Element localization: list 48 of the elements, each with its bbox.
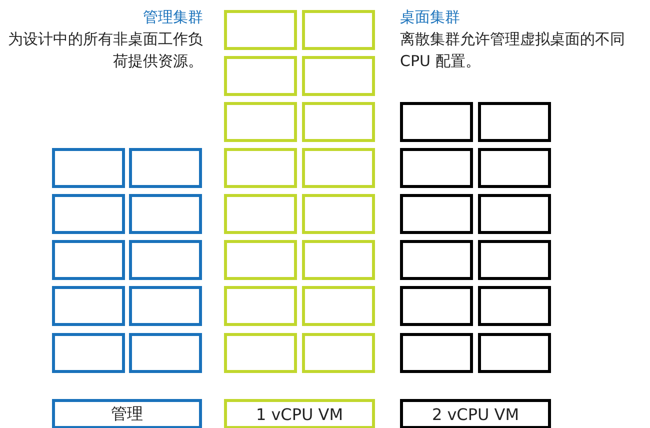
cluster-description: 为设计中的所有非桌面工作负荷提供资源。 [7,29,203,72]
host-box [302,56,375,96]
cluster-heading: 管理集群 [143,7,203,28]
host-box [400,102,473,142]
host-box [224,286,297,326]
host-box [478,286,551,326]
host-box [478,194,551,234]
cluster-description: 离散集群允许管理虚拟桌面的不同 CPU 配置。 [400,29,626,72]
host-box [302,10,375,50]
host-box [129,240,202,280]
host-box [52,286,125,326]
vm-type-box [400,399,551,428]
vm-type-box [52,399,202,428]
host-box [400,240,473,280]
host-box [224,333,297,373]
host-box [224,194,297,234]
host-box [129,333,202,373]
host-box [302,148,375,188]
box-label: 管理 [111,404,143,424]
host-box [478,240,551,280]
host-box [129,286,202,326]
host-box [400,148,473,188]
host-box [52,240,125,280]
vm-type-box [224,399,375,428]
host-box [224,56,297,96]
host-box [478,148,551,188]
host-box [129,148,202,188]
host-box [478,333,551,373]
host-box [224,102,297,142]
host-box [224,10,297,50]
host-box [224,148,297,188]
host-box [52,148,125,188]
host-box [129,194,202,234]
box-label: 1 vCPU VM [256,404,344,424]
host-box [52,333,125,373]
host-box [400,194,473,234]
host-box [400,333,473,373]
host-box [302,333,375,373]
host-box [302,286,375,326]
host-box [478,102,551,142]
host-box [302,240,375,280]
host-box [302,102,375,142]
host-box [52,194,125,234]
host-box [224,240,297,280]
cluster-heading: 桌面集群 [400,7,460,28]
host-box [302,194,375,234]
box-label: 2 vCPU VM [432,404,520,424]
host-box [400,286,473,326]
